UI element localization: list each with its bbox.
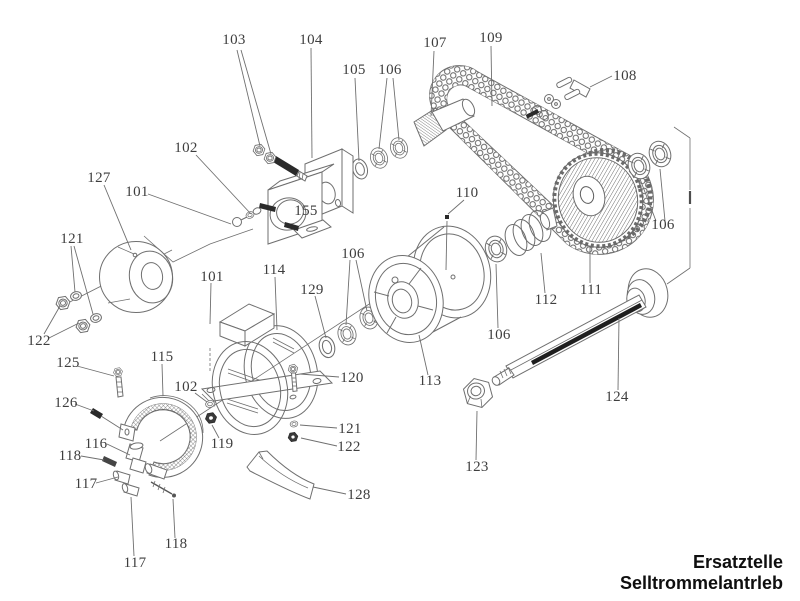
part-stud-bottom [284, 222, 299, 231]
part-washer-121-right [289, 420, 299, 428]
part-screw-118-lower [150, 480, 176, 498]
callout-115: 115 [151, 349, 174, 365]
dimension-bracket [666, 126, 692, 285]
title-line-2: Selltrommelantrleb [619, 573, 783, 593]
callout-102-top: 102 [174, 140, 197, 156]
callout-106-mid: 106 [341, 246, 365, 262]
part-stud-left [259, 203, 276, 212]
callout-117-lower: 117 [124, 555, 147, 571]
callout-127: 127 [87, 170, 111, 186]
callout-128: 128 [347, 487, 370, 503]
part-bearings-106-right [624, 137, 675, 183]
part-chain-links-108 [525, 76, 591, 120]
part-pin-117-lower [121, 483, 140, 497]
callout-129: 129 [300, 282, 323, 298]
callout-111: 111 [580, 282, 602, 298]
callout-102-bottom: 102 [174, 379, 197, 395]
callout-121-left: 121 [60, 231, 83, 247]
callout-107: 107 [423, 35, 447, 51]
part-bracket-155 [267, 163, 335, 245]
callout-114: 114 [263, 262, 286, 278]
part-cup-127 [99, 241, 174, 313]
part-housing-114 [200, 303, 334, 435]
callout-112: 112 [535, 292, 558, 308]
part-shaft-107 [413, 98, 476, 147]
drawing-title: Ersatztelle Selltrommelantrleb [620, 552, 783, 594]
leader-lines [43, 45, 666, 557]
callout-119: 119 [211, 436, 234, 452]
part-axle-124 [491, 268, 669, 386]
part-bearings-106-top [367, 135, 411, 171]
callout-106-top: 106 [378, 62, 402, 78]
callout-116: 116 [85, 436, 108, 452]
callout-113: 113 [419, 373, 442, 389]
callout-106-right: 106 [651, 217, 675, 233]
callout-109: 109 [479, 30, 502, 46]
callout-101-bottom: 101 [200, 269, 223, 285]
callout-121-right: 121 [338, 421, 361, 437]
callout-123: 123 [465, 459, 488, 475]
part-wedge-128 [246, 450, 315, 500]
part-pin-117-upper [112, 470, 131, 485]
part-washer-129 [316, 334, 338, 360]
pin-110-dot [445, 215, 449, 219]
part-nuts-103 [251, 143, 278, 165]
part-brake-band-115 [118, 395, 204, 480]
part-nut-119 [204, 411, 218, 425]
callout-101-top: 101 [125, 184, 148, 200]
callout-118-upper: 118 [59, 448, 82, 464]
callout-103: 103 [222, 32, 245, 48]
callout-126: 126 [54, 395, 78, 411]
part-bolt-103-shank [273, 156, 308, 182]
part-bolt-120 [286, 363, 300, 393]
callout-118-lower: 118 [165, 536, 188, 552]
callout-110: 110 [456, 185, 479, 201]
callout-labels: 103 104 105 106 107 109 108 102 127 101 … [27, 30, 675, 571]
part-sprocket-111 [552, 147, 653, 249]
callout-124: 124 [605, 389, 629, 405]
part-spring-112 [504, 207, 558, 256]
part-screw-101-top [232, 207, 262, 227]
part-pin-118-upper [102, 456, 117, 467]
callout-125: 125 [56, 355, 79, 371]
title-line-1: Ersatztelle [692, 552, 783, 572]
callout-122-right: 122 [337, 439, 360, 455]
callout-120: 120 [340, 370, 363, 386]
part-pulley-113 [368, 215, 492, 343]
part-fasteners-121-122-left [54, 289, 103, 334]
callout-122-left: 122 [27, 333, 50, 349]
part-pin-126 [90, 408, 103, 419]
callout-106-bottom: 106 [487, 327, 511, 343]
callout-108: 108 [613, 68, 636, 84]
part-nut-122-right [287, 431, 299, 443]
callout-155: 155 [294, 203, 317, 219]
callout-104: 104 [299, 32, 323, 48]
callout-105: 105 [342, 62, 365, 78]
part-nut-123 [462, 377, 494, 409]
callout-117-upper: 117 [75, 476, 98, 492]
part-screw-125 [112, 366, 124, 398]
